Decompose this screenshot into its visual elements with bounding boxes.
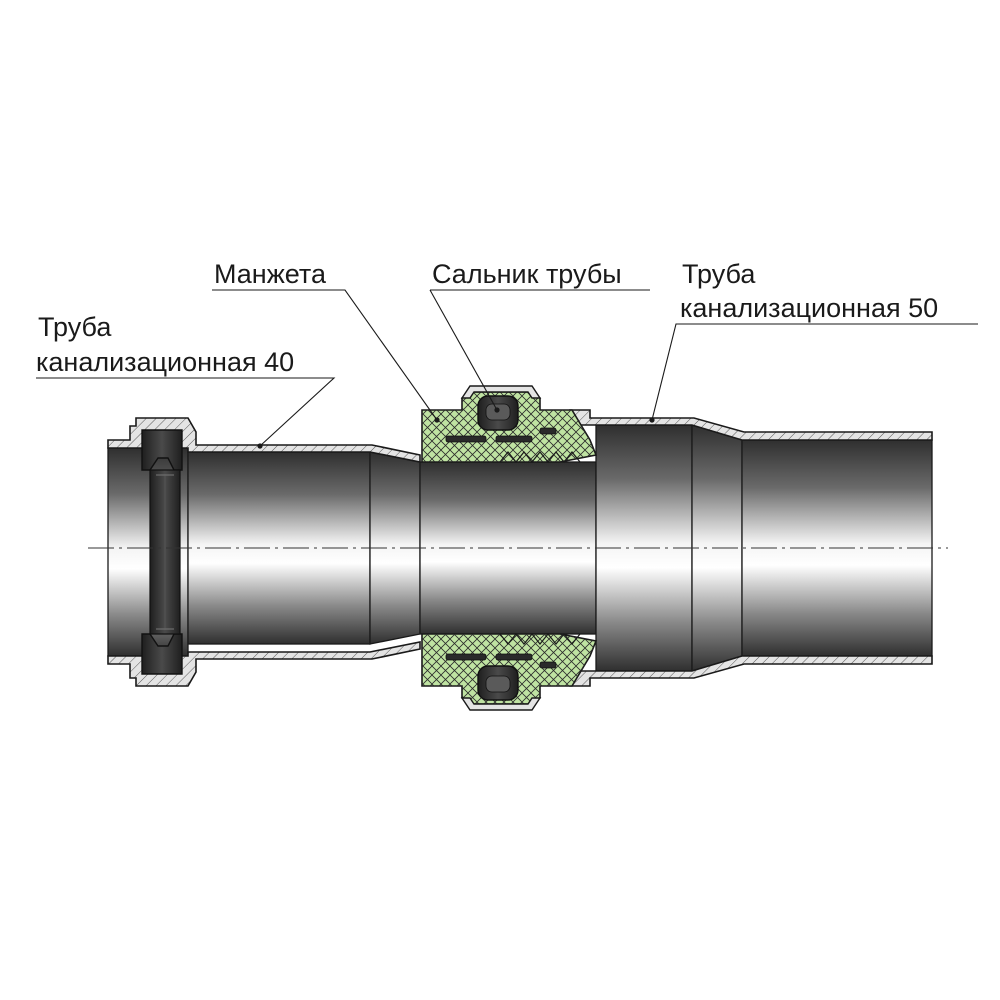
label-pipe40-line1: Труба: [38, 312, 112, 342]
label-cuff: Манжета: [214, 259, 327, 289]
gland-housing-bottom: [460, 697, 542, 711]
label-pipe40-line2: канализационная 40: [36, 347, 294, 377]
leader-gland: [429, 289, 498, 411]
callout-dots: [257, 407, 655, 449]
socket-seal-bottom: [141, 633, 183, 675]
label-pipe50-line2: канализационная 50: [680, 293, 938, 323]
cuff-ribs: [445, 427, 557, 669]
pipe50-wall-hatch: [570, 410, 932, 686]
label-pipe50-line1: Труба: [682, 259, 756, 289]
cuff-lip-bottom: [499, 633, 581, 645]
gland-housing-top: [460, 385, 542, 399]
leader-cuff: [212, 289, 438, 421]
socket-seal-top: [141, 429, 183, 471]
callout-leaders: [36, 289, 978, 447]
leader-pipe40: [36, 377, 336, 447]
label-gland: Сальник трубы: [432, 259, 622, 289]
leader-pipe50: [651, 323, 978, 421]
cuff-lip-top: [499, 451, 581, 463]
cuff-adapter: [421, 385, 598, 711]
pipe40-wall-hatch: [108, 418, 420, 686]
pipe40-socket-seal: [141, 429, 183, 675]
